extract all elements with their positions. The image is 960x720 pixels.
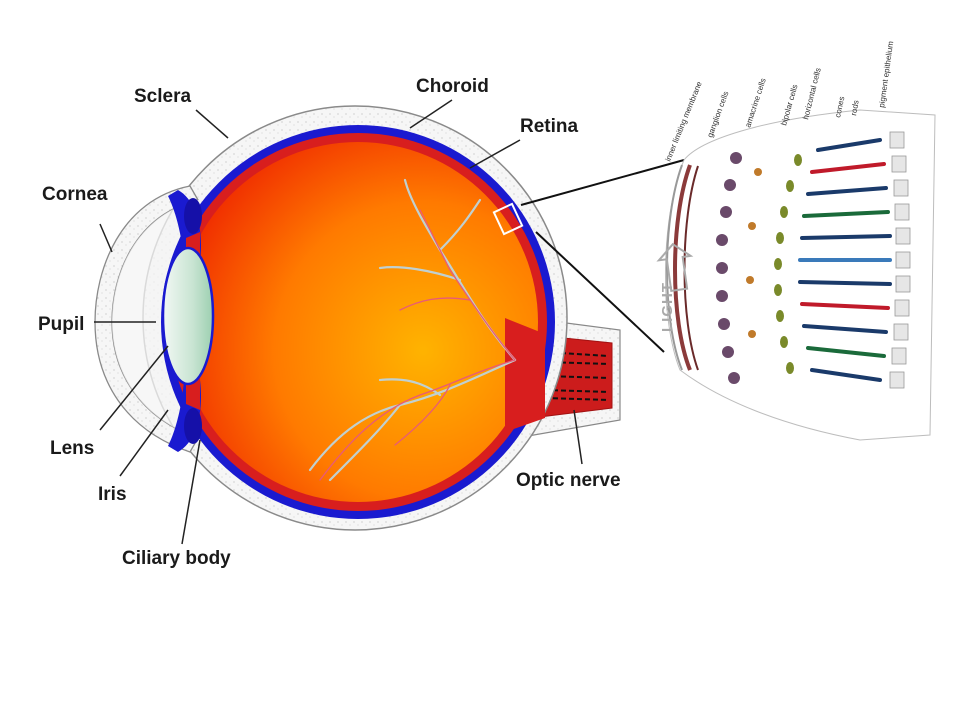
label-retina: Retina	[520, 116, 579, 137]
retina-sample-marker	[492, 202, 524, 236]
bipolar-cells	[774, 154, 802, 374]
layer-label: horizontal cells	[801, 67, 823, 121]
horizontal-cells	[746, 168, 762, 338]
label-cornea: Cornea	[42, 184, 108, 205]
label-pupil: Pupil	[38, 314, 84, 335]
anatomy-labels: Sclera Choroid Retina Cornea Pupil Lens …	[38, 76, 621, 569]
label-iris: Iris	[98, 484, 127, 505]
vitreous-body	[178, 142, 538, 502]
leader-lines	[94, 99, 583, 545]
label-ciliary-body: Ciliary body	[122, 548, 231, 569]
layer-label: amacrine cells	[743, 77, 767, 128]
label-optic-nerve: Optic nerve	[516, 470, 621, 491]
optic-disc	[505, 318, 545, 432]
ciliary-body	[184, 198, 202, 444]
layer-label: ganglion cells	[705, 90, 730, 139]
ganglion-cells	[716, 152, 742, 384]
light-arrow-icon	[656, 242, 694, 293]
label-choroid: Choroid	[416, 76, 489, 97]
zoom-lines	[520, 159, 685, 353]
label-lens: Lens	[50, 438, 94, 459]
light-label: LIGHT	[659, 282, 676, 332]
layer-label: pigment epithelium	[877, 40, 895, 108]
pigment-epithelium	[889, 131, 911, 389]
layer-label: cones	[833, 96, 846, 119]
lens	[161, 246, 215, 386]
label-sclera: Sclera	[134, 86, 191, 107]
photoreceptors	[798, 138, 892, 382]
retinal-vessels	[308, 178, 517, 482]
retina-detail: LIGHT inner limiting membrane ganglion c…	[656, 40, 936, 441]
layer-label: rods	[849, 99, 861, 116]
